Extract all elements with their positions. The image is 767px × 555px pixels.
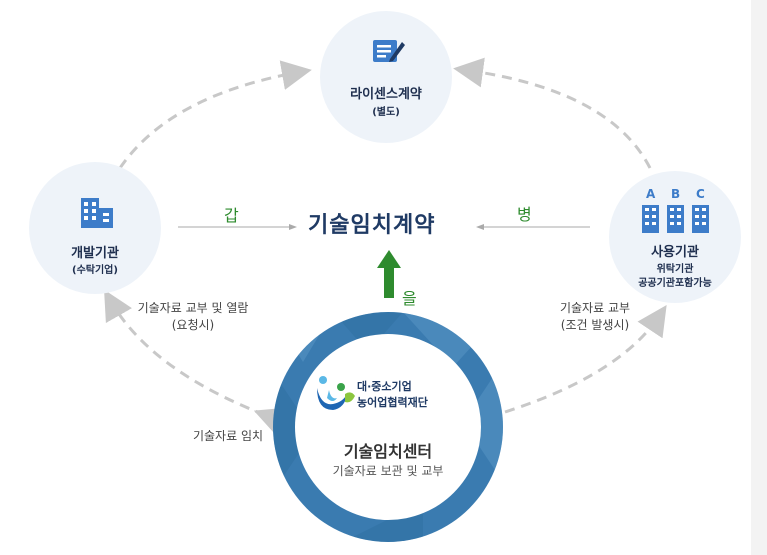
- user-sub1: 위탁기관: [656, 264, 694, 275]
- label-left-upper-line1: 기술자료 교부 및 열람: [137, 301, 249, 315]
- buildings-abc-icon: A B C: [642, 187, 712, 237]
- party-bottom-eul: 을: [402, 289, 417, 308]
- building-letter-c: C: [696, 187, 705, 201]
- party-left-gap: 갑: [224, 206, 239, 225]
- label-right: 기술자료 교부 (조건 발생시): [530, 300, 660, 334]
- label-left-upper: 기술자료 교부 및 열람 (요청시): [118, 300, 268, 334]
- center-title: 기술임치센터: [343, 442, 433, 461]
- three-buildings: [642, 205, 709, 233]
- label-right-line2: (조건 발생시): [560, 318, 630, 332]
- user-title: 사용기관: [651, 245, 699, 260]
- building-letter-a: A: [646, 187, 656, 201]
- ring-inner: 대·중소기업 농어업협력재단 기술임치센터 기술자료 보관 및 교부: [295, 334, 481, 520]
- building-icon: [81, 196, 113, 232]
- label-right-line1: 기술자료 교부: [559, 301, 631, 315]
- right-edge-strip: [751, 0, 767, 555]
- contract-title: 기술임치계약: [308, 213, 436, 238]
- contract-pen-icon: [372, 37, 406, 69]
- party-right-byeong: 병: [517, 205, 532, 224]
- foundation-logo-icon: [317, 376, 355, 410]
- foundation-logo: 대·중소기업 농어업협력재단: [315, 374, 465, 414]
- escrow-center-ring: 대·중소기업 농어업협력재단 기술임치센터 기술자료 보관 및 교부: [273, 312, 503, 542]
- license-node: 라이센스계약 (별도): [320, 11, 452, 143]
- logo-line2: 농어업협력재단: [357, 396, 428, 409]
- logo-line1: 대·중소기업: [357, 380, 412, 393]
- label-left-lower: 기술자료 임치: [192, 429, 264, 443]
- arrow-developer-to-license: [118, 60, 312, 169]
- license-sub: (별도): [372, 107, 400, 118]
- building-letter-b: B: [671, 187, 681, 201]
- user-sub2: 공공기관포함가능: [638, 278, 712, 289]
- arrow-center-developer: [104, 289, 288, 436]
- user-node: A B C 사용기관 위탁기관 공공기관포함가능: [609, 171, 741, 303]
- arrow-user-to-license: [453, 57, 652, 169]
- developer-sub: (수탁기업): [72, 265, 118, 276]
- developer-title: 개발기관: [71, 246, 119, 261]
- green-up-arrow: [377, 250, 401, 298]
- license-title: 라이센스계약: [350, 87, 422, 102]
- center-sub: 기술자료 보관 및 교부: [332, 464, 444, 478]
- label-left-upper-line2: (요청시): [171, 318, 215, 332]
- developer-node: 개발기관 (수탁기업): [29, 162, 161, 294]
- arrow-center-to-user: [504, 305, 667, 414]
